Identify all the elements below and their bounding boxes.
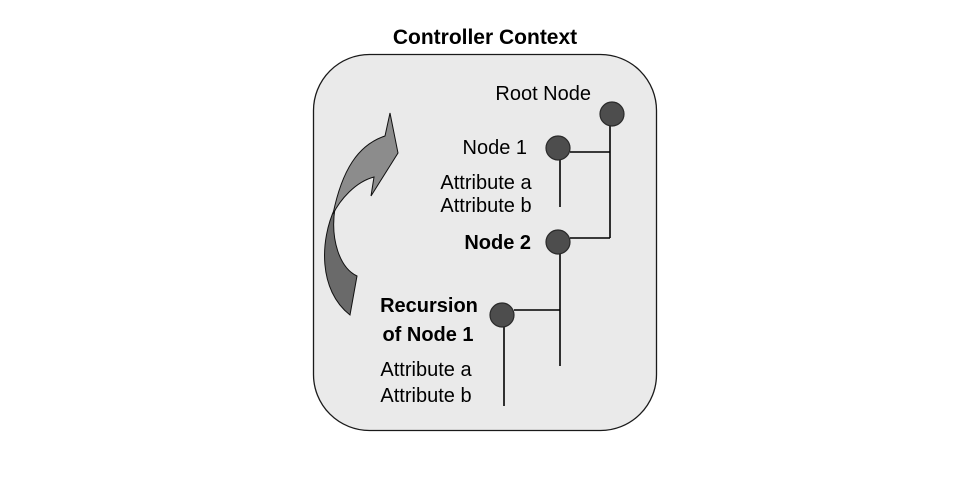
recursion-label-line2: of Node 1: [382, 324, 473, 346]
recursion-attribute-b: Attribute b: [380, 385, 471, 407]
root-node-circle[interactable]: [599, 101, 625, 127]
node2-label: Node 2: [464, 232, 531, 254]
recursion-label-line1: Recursion: [380, 295, 478, 317]
node1-circle[interactable]: [545, 135, 571, 161]
controller-context-container: [312, 53, 658, 432]
tree-connectors: [503, 125, 611, 406]
arrow-head-segment: [332, 112, 399, 215]
diagram-title: Controller Context: [393, 26, 577, 49]
root-node-label: Root Node: [495, 83, 591, 105]
recursion-attribute-a: Attribute a: [380, 359, 472, 381]
node1-attribute-b: Attribute b: [440, 195, 531, 217]
node1-label: Node 1: [463, 137, 528, 159]
arrow-tail-segment: [324, 207, 358, 316]
curved-arrow-icon: [324, 112, 399, 316]
recursion-node-circle[interactable]: [489, 302, 515, 328]
node2-circle[interactable]: [545, 229, 571, 255]
node1-attribute-a: Attribute a: [440, 172, 532, 194]
